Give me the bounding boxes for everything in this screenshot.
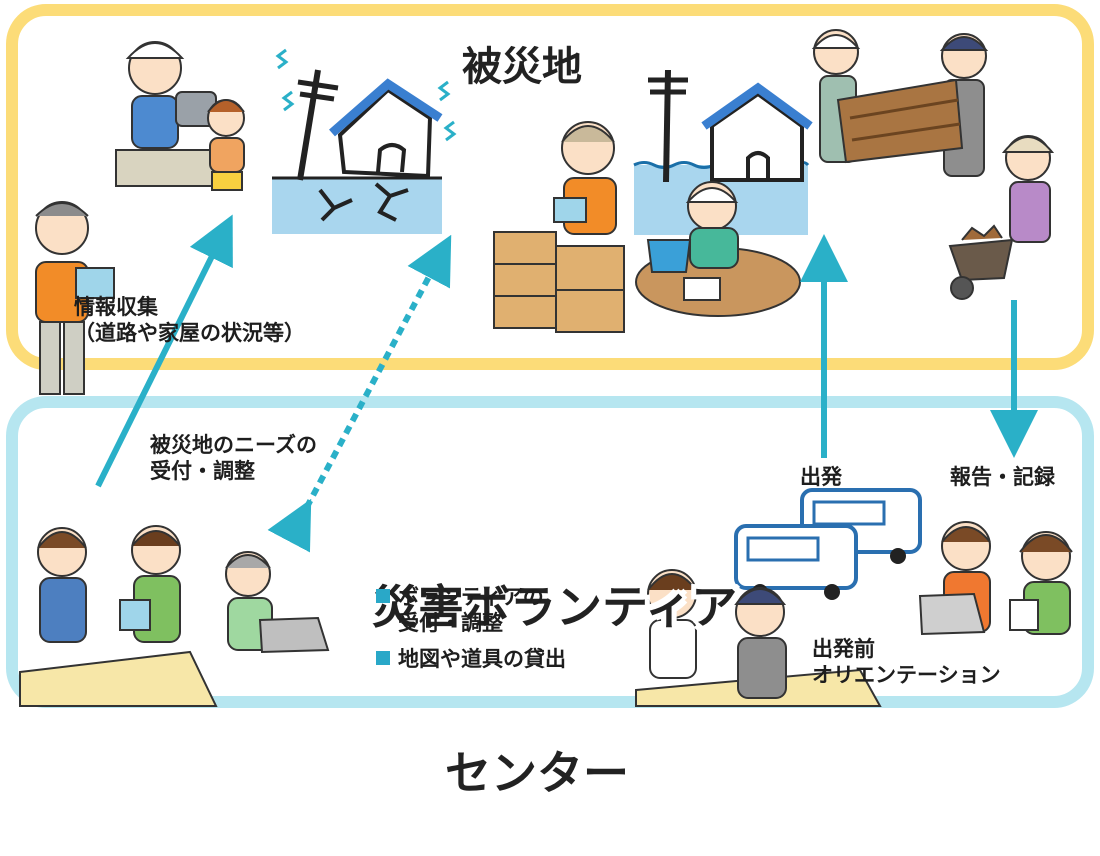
volunteer-center-title-line2: センター bbox=[445, 745, 629, 800]
needs-coordination-label: 被災地のニーズの 受付・調整 bbox=[150, 433, 317, 484]
departure-label: 出発 bbox=[800, 465, 842, 489]
arrow-needs-dashed bbox=[267, 234, 452, 553]
bullet-map-tools-lending: 地図や道具の貸出 bbox=[376, 646, 566, 672]
orientation-illustration bbox=[635, 569, 882, 707]
mud-cleaning-illustration bbox=[635, 181, 801, 317]
report-label: 報告・記録 bbox=[950, 465, 1055, 489]
orientation-label: 出発前 オリエンテーション bbox=[812, 637, 1001, 688]
carrying-pallet-illustration bbox=[811, 29, 989, 177]
info-collection-label: 情報収集 （道路や家屋の状況等） bbox=[74, 295, 305, 346]
bullet-volunteer-reception: ボランティアの 受付・調整 bbox=[376, 584, 544, 637]
arrow-info-collection bbox=[95, 214, 233, 488]
illustration-layer bbox=[19, 29, 1073, 707]
buses-illustration bbox=[734, 488, 922, 600]
volunteer-center-title-line1: 災害ボランティア bbox=[372, 580, 738, 635]
inventory-staff-illustration bbox=[493, 121, 625, 333]
reception-staff-illustration bbox=[19, 525, 330, 707]
bullet-text: 地図や道具の貸出 bbox=[398, 647, 566, 671]
report-staff-illustration bbox=[918, 521, 1073, 636]
bullet-square-icon bbox=[376, 589, 390, 603]
earthquake-house-illustration bbox=[272, 48, 457, 234]
wheelbarrow-illustration bbox=[948, 135, 1055, 300]
survey-staff-illustration bbox=[35, 201, 115, 395]
bullet-square-icon bbox=[376, 651, 390, 665]
volunteer-cooking-illustration bbox=[115, 41, 245, 191]
disaster-area-title: 被災地 bbox=[462, 44, 582, 90]
bullet-text: ボランティアの 受付・調整 bbox=[398, 585, 544, 636]
